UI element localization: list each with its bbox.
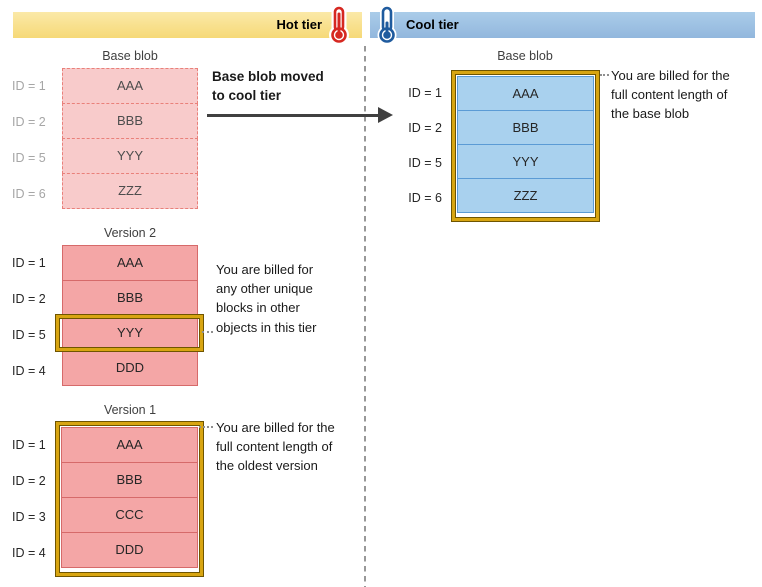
block: BBB — [62, 280, 198, 316]
block-id: ID = 5 — [12, 328, 46, 342]
note-line: You are billed for the — [611, 68, 730, 83]
block-id: ID = 4 — [12, 546, 46, 560]
block-id: ID = 3 — [12, 510, 46, 524]
version2-stack: AAA BBB YYY DDD — [62, 245, 198, 386]
block: DDD — [61, 532, 198, 568]
block-id: ID = 6 — [12, 187, 46, 201]
hot-base-blob-id-column: ID = 1 ID = 2 ID = 5 ID = 6 — [12, 68, 62, 212]
version1-title: Version 1 — [103, 403, 157, 417]
version1-billed-frame: AAA BBB CCC DDD — [56, 422, 203, 576]
note-line: any other unique — [216, 281, 313, 297]
block-id: ID = 2 — [12, 292, 46, 306]
hot-base-blob-title: Base blob — [102, 49, 158, 63]
block: AAA — [457, 76, 594, 111]
block-id: ID = 1 — [12, 438, 46, 452]
hot-tier-label: Hot tier — [276, 17, 323, 32]
note-line: blocks in other — [216, 300, 300, 316]
block-id: ID = 6 — [408, 191, 442, 205]
block-id: ID = 5 — [408, 156, 442, 170]
note-line: the oldest version — [216, 458, 318, 474]
dotted-leader — [199, 426, 213, 428]
note-line: full content length of — [611, 87, 728, 103]
note-line: the base blob — [611, 106, 690, 122]
move-annotation-line: to cool tier — [212, 88, 282, 103]
block-id: ID = 1 — [408, 86, 442, 100]
move-arrow-head — [378, 107, 393, 123]
block: BBB — [457, 110, 594, 145]
block: AAA — [62, 245, 198, 281]
block: YYY — [62, 138, 198, 174]
block: CCC — [61, 497, 198, 533]
hot-tier-bar: Hot tier — [13, 12, 362, 38]
block-id: ID = 2 — [12, 474, 46, 488]
move-annotation-line: Base blob moved — [212, 69, 324, 84]
version2-id-column: ID = 1 ID = 2 ID = 5 ID = 4 — [12, 245, 62, 389]
block: AAA — [62, 68, 198, 104]
dotted-leader — [600, 74, 609, 76]
block: ZZZ — [457, 178, 594, 213]
version1-billing-note: You are billed for the full content leng… — [216, 418, 361, 476]
block: AAA — [61, 427, 198, 463]
tier-separator-line — [364, 46, 366, 587]
cool-thermometer-icon — [377, 6, 397, 44]
move-arrow-shaft — [207, 114, 379, 117]
note-line: You are billed for the — [216, 420, 335, 435]
block-id: ID = 4 — [12, 364, 46, 378]
block: YYY — [62, 315, 198, 351]
move-annotation: Base blob moved to cool tier — [212, 67, 362, 105]
block: ZZZ — [62, 173, 198, 209]
block-id: ID = 1 — [12, 256, 46, 270]
cool-tier-label: Cool tier — [406, 17, 459, 32]
note-line: full content length of — [216, 439, 333, 455]
block-id: ID = 2 — [408, 121, 442, 135]
version2-title: Version 2 — [103, 226, 157, 240]
hot-thermometer-icon — [329, 6, 349, 44]
block-id: ID = 1 — [12, 79, 46, 93]
block: DDD — [62, 350, 198, 386]
block-id: ID = 2 — [12, 115, 46, 129]
block: BBB — [61, 462, 198, 498]
dotted-leader — [202, 331, 213, 333]
hot-base-blob-stack: AAA BBB YYY ZZZ — [62, 68, 198, 209]
note-line: objects in this tier — [216, 319, 317, 335]
version2-billing-note: You are billed for any other unique bloc… — [216, 260, 356, 337]
block-id: ID = 5 — [12, 151, 46, 165]
cool-base-blob-id-column: ID = 1 ID = 2 ID = 5 ID = 6 — [398, 76, 442, 216]
version1-id-column: ID = 1 ID = 2 ID = 3 ID = 4 — [12, 427, 62, 571]
cool-base-blob-billed-frame: AAA BBB YYY ZZZ — [452, 71, 599, 221]
cool-base-blob-title: Base blob — [497, 49, 553, 63]
note-line: You are billed for — [216, 262, 314, 277]
cool-base-blob-billing-note: You are billed for the full content leng… — [611, 66, 759, 124]
billed-block-highlight — [56, 315, 203, 351]
cool-tier-bar: Cool tier — [370, 12, 755, 38]
block: YYY — [457, 144, 594, 179]
block: BBB — [62, 103, 198, 139]
